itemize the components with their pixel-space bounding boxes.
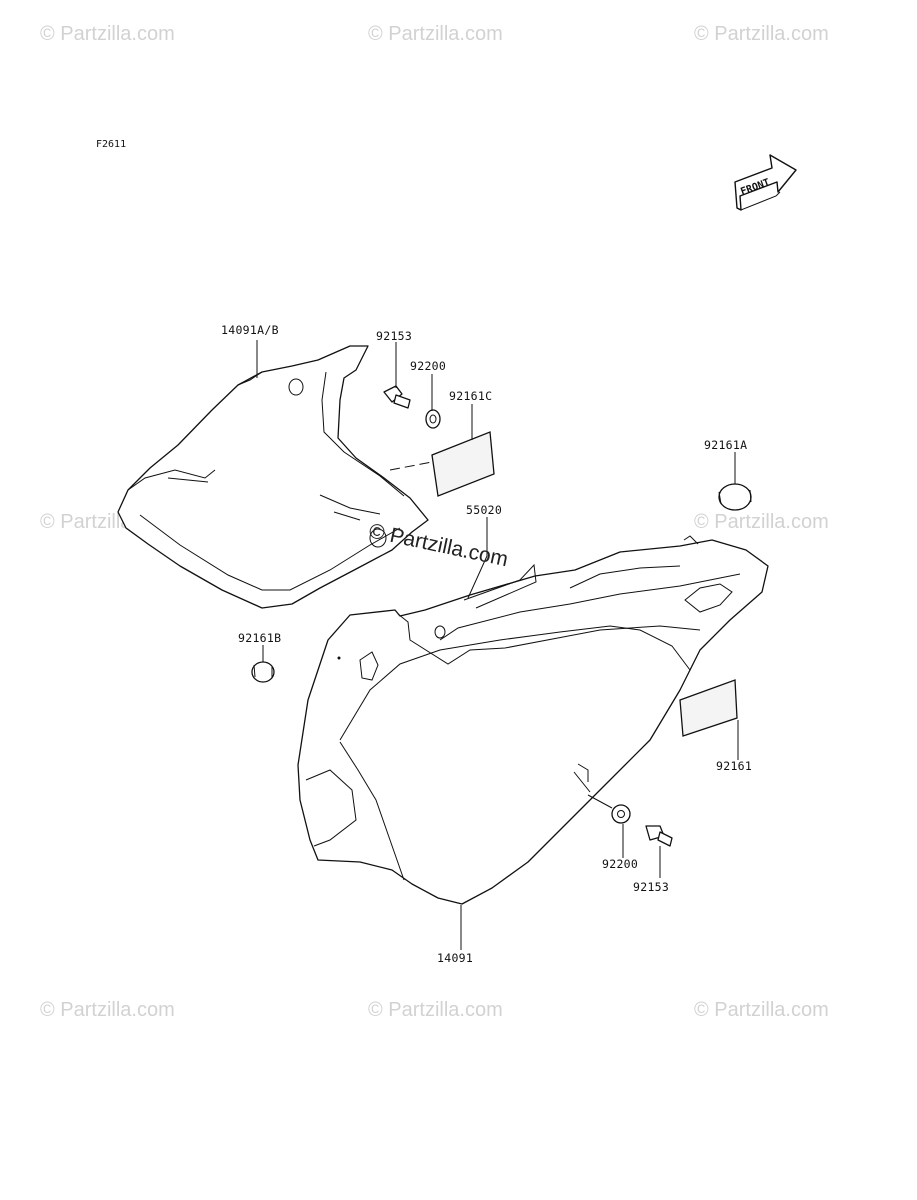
washer-lower[interactable] (611, 804, 631, 824)
watermark: © Partzilla.com (694, 999, 829, 1021)
callout-92153-upper: 92153 (376, 329, 412, 343)
front-label: FRONT (739, 177, 771, 198)
grommet-92161a[interactable] (718, 483, 752, 511)
callout-14091: 14091 (437, 951, 473, 965)
watermark: © Partzilla.com (694, 23, 829, 45)
bolt-upper[interactable] (383, 385, 411, 409)
watermark: © Partzilla.com (40, 23, 175, 45)
watermark-layer: © Partzilla.com © Partzilla.com © Partzi… (40, 23, 829, 1021)
watermark-center: © Partzilla.com (367, 519, 510, 571)
grommet-92161b[interactable] (251, 661, 275, 683)
callout-92200-lower: 92200 (602, 857, 638, 871)
callouts: 14091A/B 92153 92200 92161C 92161A 55020… (221, 323, 752, 965)
callout-92200-upper: 92200 (410, 359, 446, 373)
callout-92161b: 92161B (238, 631, 281, 645)
side-cover-upper[interactable] (117, 345, 429, 609)
callout-92153-lower: 92153 (633, 880, 669, 894)
callout-92161a: 92161A (704, 438, 747, 452)
pad-92161c[interactable] (431, 431, 495, 497)
callout-92161c: 92161C (449, 389, 492, 403)
bolt-lower[interactable] (645, 825, 673, 847)
watermark: © Partzilla.com (368, 23, 503, 45)
watermark: © Partzilla.com (694, 511, 829, 533)
pad-92161[interactable] (679, 679, 738, 737)
diagram-code: F2611 (96, 139, 126, 150)
leader-lines (256, 340, 739, 950)
side-cover-main[interactable] (297, 535, 769, 905)
washer-upper[interactable] (425, 409, 441, 429)
watermark: © Partzilla.com (40, 999, 175, 1021)
watermark: © Partzilla.com (368, 999, 503, 1021)
front-arrow-icon: FRONT (734, 154, 797, 211)
callout-55020: 55020 (466, 503, 502, 517)
callout-14091ab: 14091A/B (221, 323, 279, 337)
callout-92161: 92161 (716, 759, 752, 773)
